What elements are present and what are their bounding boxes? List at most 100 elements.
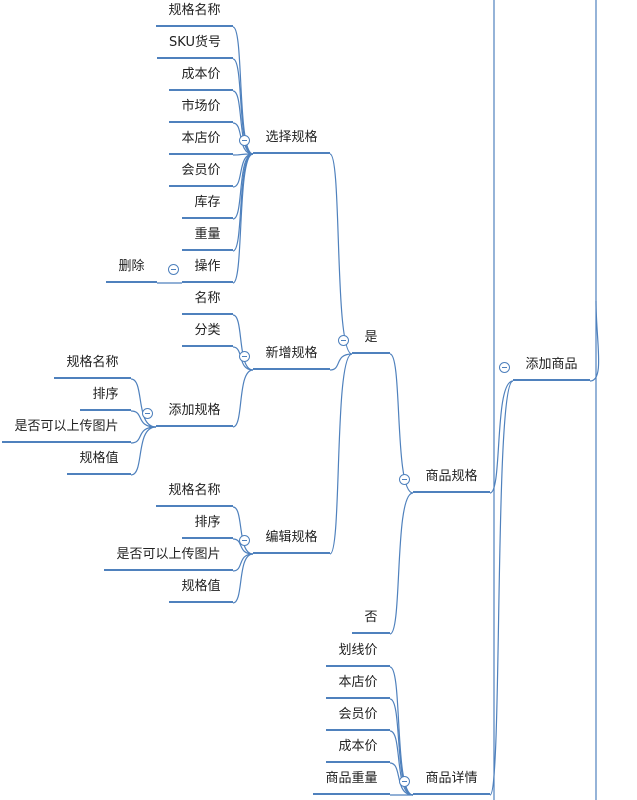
node-d-member[interactable]: 会员价 xyxy=(326,705,390,731)
node-underline xyxy=(80,409,131,411)
node-label: 重量 xyxy=(194,227,221,242)
node-label: 名称 xyxy=(194,291,221,306)
collapse-toggle-icon[interactable] xyxy=(239,135,250,146)
connector-a-name xyxy=(232,314,254,371)
node-label: 商品详情 xyxy=(425,771,478,786)
connector-edit xyxy=(329,353,353,555)
node-underline xyxy=(157,57,233,59)
node-label: 添加规格 xyxy=(168,403,221,418)
node-e-sort[interactable]: 排序 xyxy=(182,513,233,539)
node-underline xyxy=(253,368,330,370)
node-underline xyxy=(326,729,390,731)
node-d-strike[interactable]: 划线价 xyxy=(326,641,390,667)
node-choose[interactable]: 选择规格 xyxy=(253,128,330,154)
node-label: 分类 xyxy=(194,323,221,338)
node-underline xyxy=(169,89,233,91)
node-c-member[interactable]: 会员价 xyxy=(169,161,233,187)
collapse-toggle-icon[interactable] xyxy=(338,335,349,346)
node-underline xyxy=(253,152,330,154)
node-c-name[interactable]: 规格名称 xyxy=(156,1,233,27)
node-underline xyxy=(513,379,590,381)
node-c-weight[interactable]: 重量 xyxy=(182,225,233,251)
node-add[interactable]: 新增规格 xyxy=(253,344,330,370)
node-e-upload[interactable]: 是否可以上传图片 xyxy=(104,545,233,571)
node-yes[interactable]: 是 xyxy=(352,328,390,354)
node-underline xyxy=(413,793,490,795)
node-underline xyxy=(169,121,233,123)
collapse-toggle-icon[interactable] xyxy=(399,776,410,787)
node-underline xyxy=(326,761,390,763)
collapse-toggle-icon[interactable] xyxy=(239,351,250,362)
node-d-cost[interactable]: 成本价 xyxy=(326,737,390,763)
node-label: 市场价 xyxy=(181,99,221,114)
node-d-store[interactable]: 本店价 xyxy=(326,673,390,699)
connector-e-value xyxy=(232,553,254,604)
node-underline xyxy=(169,153,233,155)
connector-as-value xyxy=(130,426,157,476)
node-c-sku[interactable]: SKU货号 xyxy=(157,33,233,59)
connector-c-name xyxy=(232,26,254,155)
node-label: 成本价 xyxy=(338,739,378,754)
node-as-upload[interactable]: 是否可以上传图片 xyxy=(2,417,131,443)
node-e-value[interactable]: 规格值 xyxy=(169,577,233,603)
node-a-name[interactable]: 名称 xyxy=(182,289,233,315)
node-label: 规格值 xyxy=(181,579,221,594)
node-underline xyxy=(182,281,233,283)
node-underline xyxy=(253,552,330,554)
connector-as-sort xyxy=(130,410,157,428)
node-edit[interactable]: 编辑规格 xyxy=(253,528,330,554)
node-underline xyxy=(182,217,233,219)
node-underline xyxy=(156,505,233,507)
node-detail[interactable]: 商品详情 xyxy=(413,769,490,795)
collapse-toggle-icon[interactable] xyxy=(499,362,510,373)
node-underline xyxy=(352,632,390,634)
collapse-toggle-icon[interactable] xyxy=(168,264,179,275)
node-spec[interactable]: 商品规格 xyxy=(413,467,490,493)
node-d-weight[interactable]: 商品重量 xyxy=(313,769,390,795)
connector-d-member xyxy=(389,730,414,796)
node-c-op[interactable]: 操作 xyxy=(182,257,233,283)
node-as-value[interactable]: 规格值 xyxy=(67,449,131,475)
node-as-name[interactable]: 规格名称 xyxy=(54,353,131,379)
connector-add xyxy=(329,353,353,371)
connector-as-name xyxy=(130,378,157,428)
node-a-addspec[interactable]: 添加规格 xyxy=(156,401,233,427)
node-underline xyxy=(352,352,390,354)
node-underline xyxy=(182,313,233,315)
node-no[interactable]: 否 xyxy=(352,608,390,634)
node-underline xyxy=(169,185,233,187)
node-label: 排序 xyxy=(194,515,221,530)
node-c-market[interactable]: 市场价 xyxy=(169,97,233,123)
node-label: 选择规格 xyxy=(265,130,318,145)
node-underline xyxy=(182,249,233,251)
node-underline xyxy=(326,697,390,699)
node-underline xyxy=(156,25,233,27)
connector-c-weight xyxy=(232,153,254,252)
connector-d-store xyxy=(389,698,414,796)
node-label: 规格名称 xyxy=(66,355,119,370)
node-label: 规格值 xyxy=(79,451,119,466)
node-e-name[interactable]: 规格名称 xyxy=(156,481,233,507)
collapse-toggle-icon[interactable] xyxy=(239,535,250,546)
node-a-cat[interactable]: 分类 xyxy=(182,321,233,347)
collapse-toggle-icon[interactable] xyxy=(399,474,410,485)
node-label: 本店价 xyxy=(181,131,221,146)
node-underline xyxy=(313,793,390,795)
collapse-toggle-icon[interactable] xyxy=(142,408,153,419)
node-label: 库存 xyxy=(194,195,221,210)
node-label: 是 xyxy=(364,330,378,345)
node-underline xyxy=(67,473,131,475)
node-label: 本店价 xyxy=(338,675,378,690)
node-c-store[interactable]: 本店价 xyxy=(169,129,233,155)
node-root[interactable]: 添加商品 xyxy=(513,355,590,381)
node-underline xyxy=(326,665,390,667)
node-c-cost[interactable]: 成本价 xyxy=(169,65,233,91)
node-label: SKU货号 xyxy=(169,35,221,50)
node-c-delete[interactable]: 删除 xyxy=(106,257,157,283)
node-c-stock[interactable]: 库存 xyxy=(182,193,233,219)
node-label: 规格名称 xyxy=(168,3,221,18)
node-label: 商品规格 xyxy=(425,469,478,484)
node-underline xyxy=(182,537,233,539)
node-as-sort[interactable]: 排序 xyxy=(80,385,131,411)
